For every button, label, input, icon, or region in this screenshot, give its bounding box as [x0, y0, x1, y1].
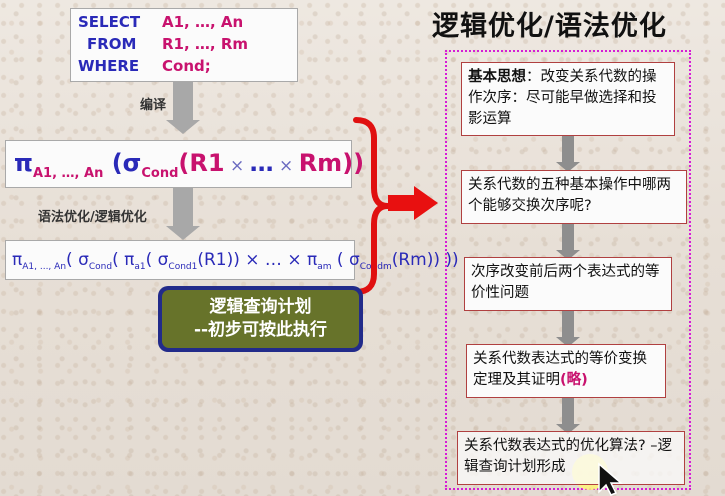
equivalence-text: 次序改变前后两个表达式的等价性问题 — [471, 264, 660, 301]
flow-box-five-operations: 关系代数的五种基本操作中哪两个能够交换次序呢? — [461, 170, 687, 224]
opt-pi: π — [12, 250, 23, 270]
sigma-subscript: Cond — [141, 166, 179, 181]
compile-label: 编译 — [140, 98, 167, 113]
omitted-note: (略) — [560, 372, 588, 388]
flow-arrow-2 — [556, 224, 580, 260]
optimize-arrow — [166, 188, 200, 240]
sql-where-line: WHERE Cond; — [78, 55, 297, 77]
optimized-expression: πA1, ..., An( σCond( πa1( σCond1(R1)) × … — [5, 240, 459, 280]
pi-symbol: π — [14, 149, 33, 177]
sql-select-keyword: SELECT — [78, 13, 141, 31]
flow-box-equivalence: 次序改变前后两个表达式的等价性问题 — [464, 257, 672, 311]
opt-cond1-subscript: Cond1 — [168, 262, 198, 272]
relation-rm: Rm)) — [298, 149, 365, 177]
logical-plan-box: 逻辑查询计划 --初步可按此执行 — [158, 286, 363, 352]
relation-r1: (R1 — [178, 149, 225, 177]
sql-from-value: R1, …, Rm — [162, 35, 249, 53]
logical-plan-title: 逻辑查询计划 — [209, 297, 312, 317]
opt-tail: (Rm)) )) — [391, 250, 459, 270]
opt-part-5: ( σ — [331, 250, 360, 270]
optimize-label: 语法优化/逻辑优化 — [38, 210, 147, 225]
compile-arrow — [166, 82, 200, 134]
basic-idea-text: ：改变关系代数的操作次序：尽可能早做选择和投影运算 — [468, 69, 657, 127]
red-brace-icon — [353, 117, 389, 295]
opt-pi1-subscript: a1 — [134, 262, 146, 272]
flow-frame — [445, 50, 691, 490]
sql-where-value: Cond; — [162, 57, 211, 75]
opt-part-1: ( σ — [66, 250, 89, 270]
opt-part-2: ( π — [112, 250, 135, 270]
red-right-arrow-icon — [388, 186, 438, 220]
ellipsis: … — [249, 149, 274, 177]
open-paren: ( — [103, 149, 123, 177]
page-title: 逻辑优化/语法优化 — [432, 11, 667, 42]
flow-box-basic-idea: 基本思想：改变关系代数的操作次序：尽可能早做选择和投影运算 — [461, 62, 675, 136]
cross-product-1: × — [224, 156, 250, 176]
opt-pim-subscript: am — [317, 262, 332, 272]
opt-part-4: (R1)) × … × π — [197, 250, 318, 270]
sql-query-box: SELECT A1, …, An FROM R1, …, Rm WHERE Cond; — [70, 8, 298, 82]
pi-subscript: A1, …, An — [32, 166, 104, 181]
logical-plan-inner: 逻辑查询计划 --初步可按此执行 — [162, 290, 359, 348]
logical-plan-subtitle: --初步可按此执行 — [193, 320, 328, 340]
flow-arrow-4 — [556, 398, 580, 434]
flow-arrow-3 — [556, 311, 580, 347]
sql-select-line: SELECT A1, …, An — [78, 11, 297, 33]
sql-from-keyword: FROM — [87, 35, 137, 53]
sigma-symbol: σ — [122, 149, 142, 177]
basic-idea-label: 基本思想 — [468, 69, 526, 85]
five-operations-text: 关系代数的五种基本操作中哪两个能够交换次序呢? — [468, 177, 671, 214]
optimization-algorithm-text: 关系代数表达式的优化算法? –逻辑查询计划形成 — [464, 438, 673, 475]
mouse-pointer-icon — [598, 462, 624, 496]
relational-algebra-expression: πA1, …, An (σCond(R1 × … × Rm)) — [5, 140, 364, 188]
opt-part-3: ( σ — [145, 250, 169, 270]
sql-from-line: FROM R1, …, Rm — [78, 33, 297, 55]
flow-box-theorems: 关系代数表达式的等价变换定理及其证明(略) — [466, 344, 666, 398]
cross-product-2: × — [273, 156, 299, 176]
sql-select-value: A1, …, An — [162, 13, 244, 31]
theorems-text: 关系代数表达式的等价变换定理及其证明 — [473, 351, 647, 388]
opt-sigma-subscript: Cond — [88, 262, 113, 272]
flow-arrow-1 — [556, 136, 580, 172]
sql-where-keyword: WHERE — [78, 57, 140, 75]
flow-box-optimization-algorithm: 关系代数表达式的优化算法? –逻辑查询计划形成 — [457, 431, 685, 485]
opt-pi-subscript: A1, ..., An — [22, 262, 67, 272]
